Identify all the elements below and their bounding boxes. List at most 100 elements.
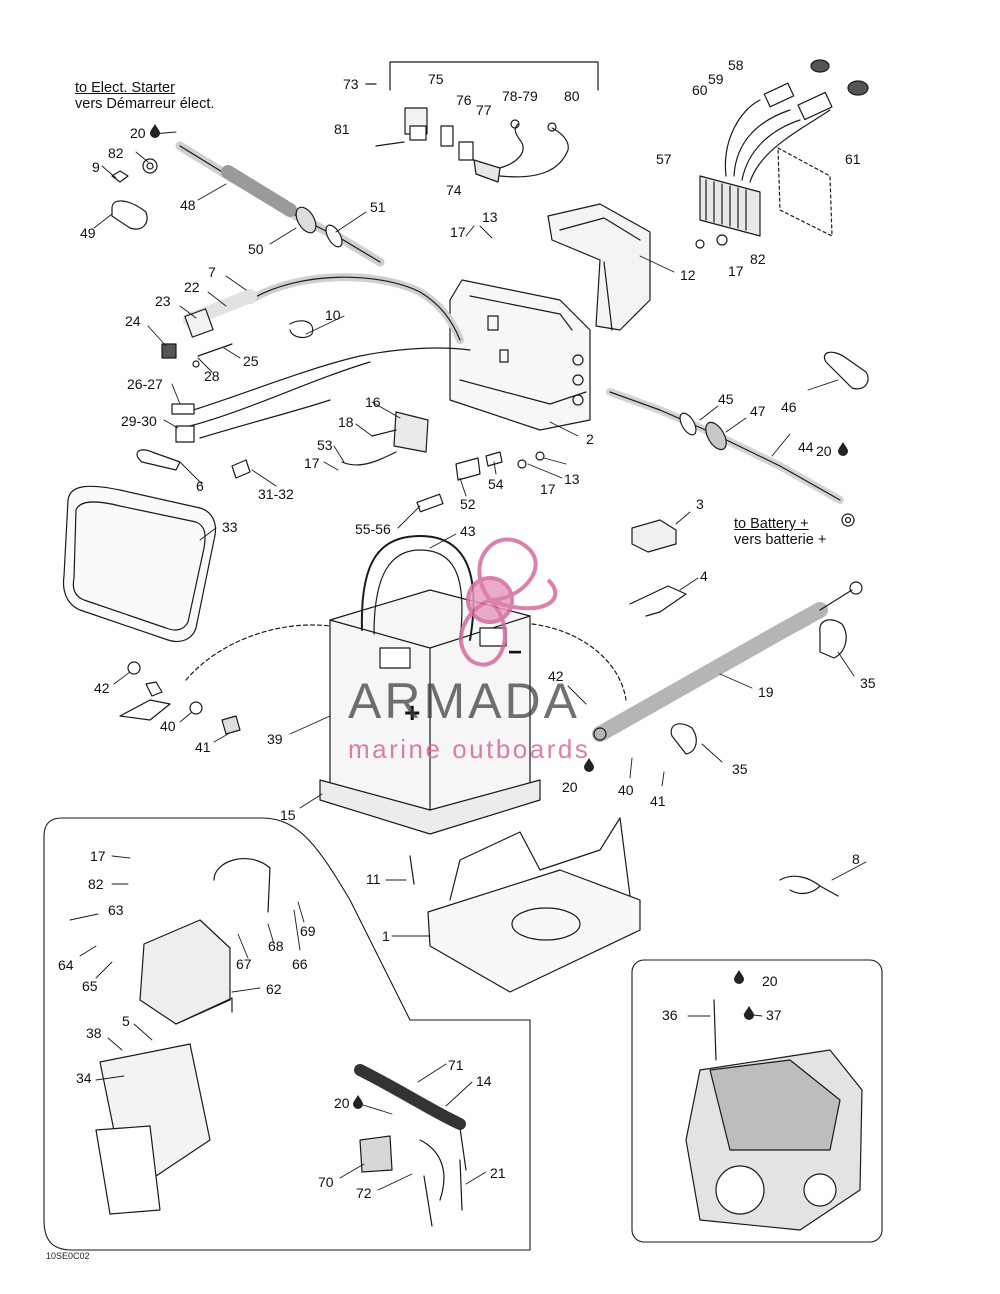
solenoid-assembly-part [375, 107, 569, 183]
callout: 55-56 [355, 521, 391, 537]
callout: 35 [732, 761, 748, 777]
callout: 20 [562, 779, 578, 795]
watermark: ARMADA marine outboards [340, 672, 660, 782]
starter-note: to Elect. Starter vers Démarreur élect. [75, 80, 214, 112]
callout: 34 [76, 1070, 92, 1086]
callout: 51 [370, 199, 386, 215]
callout: 67 [236, 956, 252, 972]
callout: 37 [766, 1007, 782, 1023]
callout: 17 [304, 455, 320, 471]
callout: 17 [728, 263, 744, 279]
callout: 42 [94, 680, 110, 696]
ignition-inset [43, 817, 531, 1251]
callout: 20 [816, 443, 832, 459]
callout: 22 [184, 279, 200, 295]
callout: 18 [338, 414, 354, 430]
cover-part [62, 485, 217, 643]
callout: 46 [781, 399, 797, 415]
callout: 2 [586, 431, 594, 447]
callout: 20 [334, 1095, 350, 1111]
callout: 16 [365, 394, 381, 410]
callout: 17 [540, 481, 556, 497]
callout: 10 [325, 307, 341, 323]
callout: 77 [476, 102, 492, 118]
watermark-tagline: marine outboards [348, 734, 591, 764]
callout: 81 [334, 121, 350, 137]
callout: 17 [90, 848, 106, 864]
starter-note-line1: to Elect. Starter [75, 80, 175, 96]
callout: 38 [86, 1025, 102, 1041]
callout: 62 [266, 981, 282, 997]
callout: 31-32 [258, 486, 294, 502]
callout: 75 [428, 71, 444, 87]
relay-part [341, 411, 545, 513]
callout: 4 [700, 568, 708, 584]
wiring-harness-part [136, 273, 471, 479]
callout: 63 [108, 902, 124, 918]
callout: 41 [195, 739, 211, 755]
callout: 14 [476, 1073, 492, 1089]
callout: 42 [548, 668, 564, 684]
callout: 24 [125, 313, 141, 329]
callout: 49 [80, 225, 96, 241]
callout: 73 [343, 76, 359, 92]
callout: 5 [122, 1013, 130, 1029]
callout: 57 [656, 151, 672, 167]
callout: 47 [750, 403, 766, 419]
battery-note-line2: vers batterie + [734, 532, 827, 548]
callout: 60 [692, 82, 708, 98]
callout: 52 [460, 496, 476, 512]
callout-labels: 73 75 76 77 78-79 80 81 74 58 59 60 61 5… [58, 57, 876, 1201]
callout: 53 [317, 437, 333, 453]
callout: 44 [798, 439, 814, 455]
callout: 50 [248, 241, 264, 257]
callout: 59 [708, 71, 724, 87]
battery-note-line1: to Battery + [734, 516, 809, 532]
watermark-brand: ARMADA [348, 673, 580, 729]
callout: 61 [845, 151, 861, 167]
group-bracket-73 [365, 61, 599, 91]
callout: 9 [92, 159, 100, 175]
callout: 11 [366, 871, 381, 887]
callout: 15 [280, 807, 296, 823]
callout: 28 [204, 368, 220, 384]
callout: 43 [460, 523, 476, 539]
callout: 21 [490, 1165, 506, 1181]
callout: 13 [482, 209, 498, 225]
drawing-code: 10SE0C02 [46, 1251, 90, 1261]
negative-terminal-sign: − [508, 639, 522, 666]
callout: 20 [762, 973, 778, 989]
battery-cable-part [606, 351, 869, 527]
watermark-logo [458, 537, 558, 667]
callout: 80 [564, 88, 580, 104]
callout: 33 [222, 519, 238, 535]
battery-part [319, 535, 541, 835]
callout: 78-79 [502, 88, 538, 104]
callout: 12 [680, 267, 696, 283]
callout: 66 [292, 956, 308, 972]
callout: 17 [450, 224, 466, 240]
callout: 36 [662, 1007, 678, 1023]
callout: 41 [650, 793, 666, 809]
callout: 82 [750, 251, 766, 267]
callout: 20 [130, 125, 146, 141]
callout: 6 [196, 478, 204, 494]
starter-note-line2: vers Démarreur élect. [75, 96, 215, 112]
callout: 58 [728, 57, 744, 73]
callout: 23 [155, 293, 171, 309]
callout: 48 [180, 197, 196, 213]
callout: 13 [564, 471, 580, 487]
callout: 70 [318, 1174, 334, 1190]
electrical-box-part [449, 203, 651, 431]
positive-terminal-sign: + [404, 697, 420, 728]
callout: 64 [58, 957, 74, 973]
leader-lines [69, 131, 867, 1191]
callout: 3 [696, 496, 704, 512]
callout: 72 [356, 1185, 372, 1201]
callout: 29-30 [121, 413, 157, 429]
callout: 54 [488, 476, 504, 492]
callout: 8 [852, 851, 860, 867]
callout: 65 [82, 978, 98, 994]
callout: 40 [160, 718, 176, 734]
